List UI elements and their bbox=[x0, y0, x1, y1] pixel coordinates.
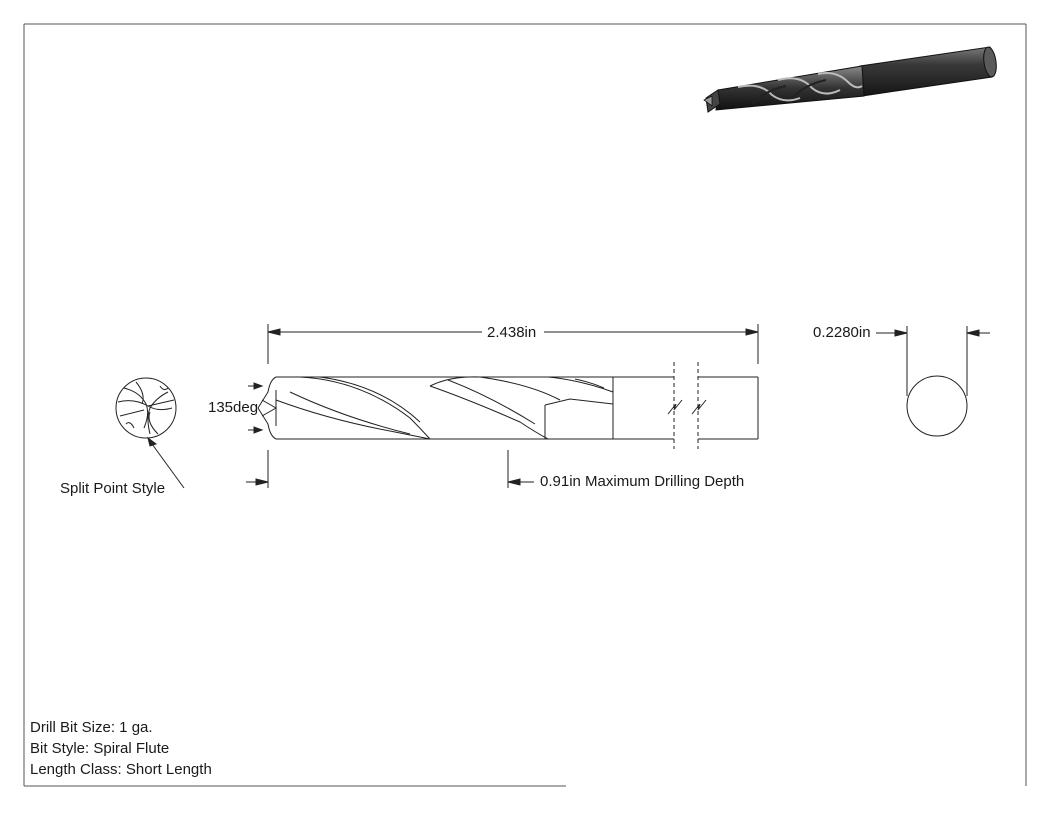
split-point-callout: Split Point Style bbox=[60, 480, 166, 497]
overall-length-dimension bbox=[267, 324, 759, 364]
overall-length-label: 2.438in bbox=[487, 324, 537, 341]
split-point-leader bbox=[147, 436, 185, 489]
spec-length-class: Length Class: Short Length bbox=[30, 761, 212, 778]
diameter-dimension bbox=[876, 326, 990, 396]
drill-bit-side-view bbox=[257, 362, 759, 449]
diameter-label: 0.2280in bbox=[813, 324, 871, 341]
point-angle-arrows bbox=[248, 382, 264, 434]
point-angle-label: 135deg bbox=[208, 399, 259, 416]
shank-section-circle bbox=[906, 375, 968, 437]
drill-bit-3d-render bbox=[703, 46, 997, 113]
spec-drill-bit-size: Drill Bit Size: 1 ga. bbox=[30, 719, 153, 736]
end-view-split-point bbox=[115, 377, 177, 439]
drilling-depth-label: 0.91in Maximum Drilling Depth bbox=[540, 473, 745, 490]
drilling-depth-dimension bbox=[246, 450, 534, 488]
sheet-border bbox=[23, 23, 1027, 787]
spec-bit-style: Bit Style: Spiral Flute bbox=[30, 740, 170, 757]
